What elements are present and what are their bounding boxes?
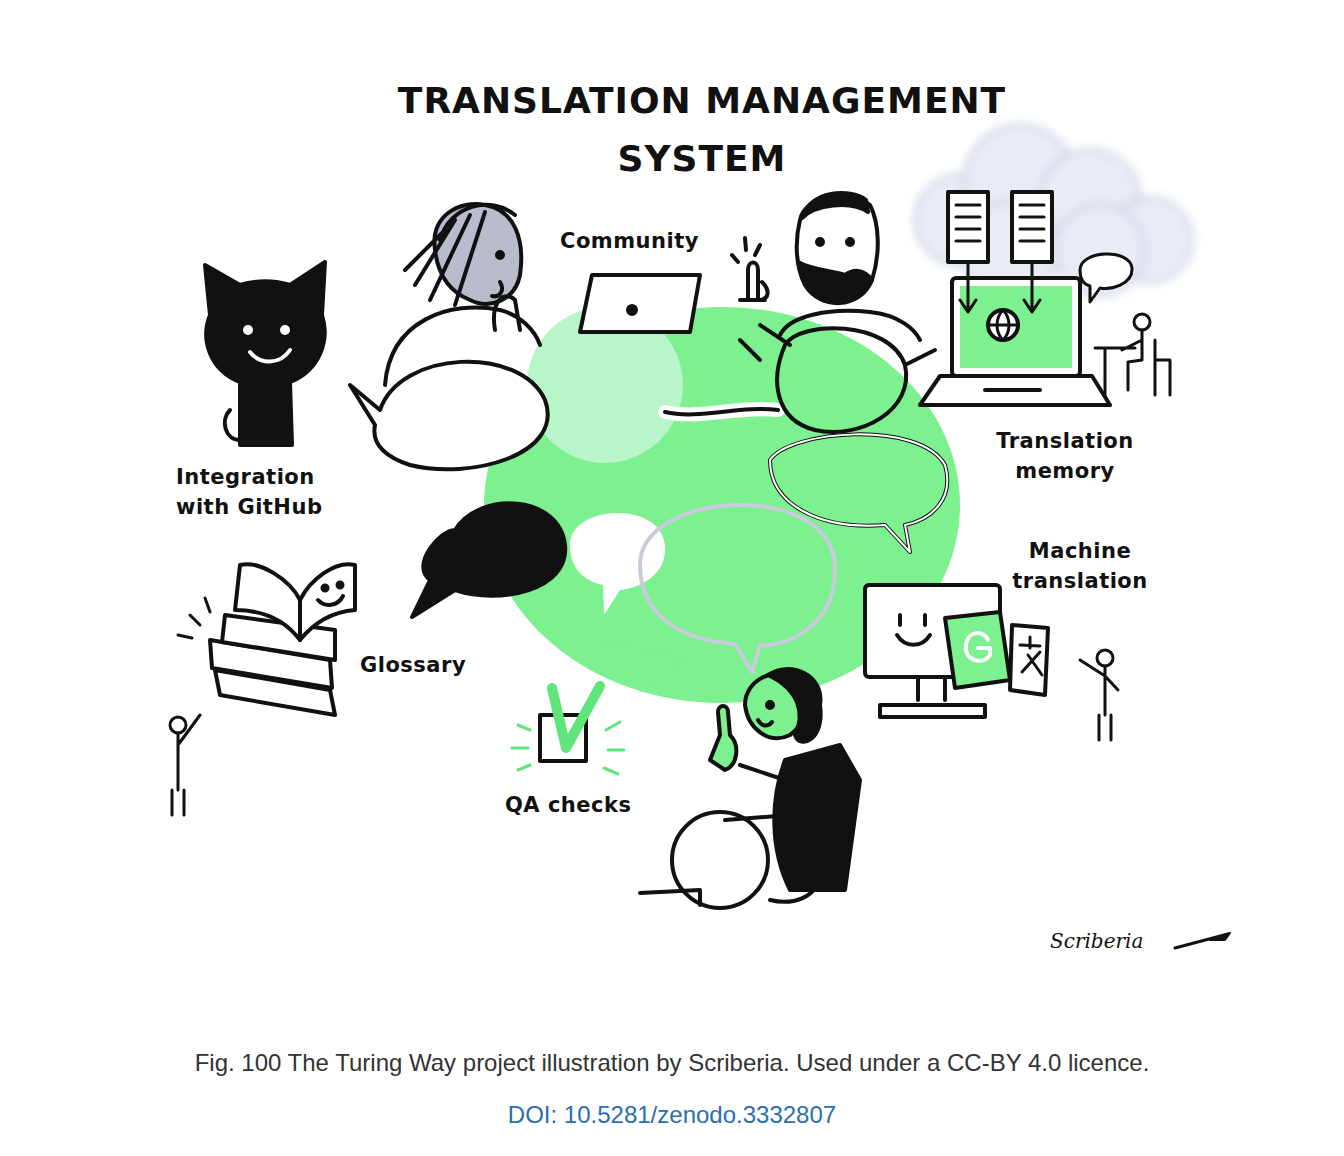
translation-memory-laptop	[920, 192, 1110, 405]
speech-bubbles	[350, 325, 947, 672]
desk-person	[1080, 254, 1170, 395]
figure-caption: Fig. 100 The Turing Way project illustra…	[60, 1048, 1284, 1078]
feature-label-slot: Glossary	[360, 650, 490, 680]
feature-label: Scriberia	[1050, 928, 1174, 954]
feature-label: Integration with GitHub	[176, 462, 356, 522]
diagram-title-slot: TRANSLATION MANAGEMENT SYSTEM	[372, 72, 1032, 188]
feature-label-slot: Machine translation	[995, 536, 1165, 596]
qa-checkbox	[512, 686, 624, 774]
feature-label-slot: DOI: 10.5281/zenodo.3332807	[60, 1100, 1284, 1130]
cloud	[915, 125, 1192, 298]
feature-label: Community	[560, 226, 720, 256]
glossary-books	[170, 564, 355, 815]
community-member	[732, 193, 920, 340]
signature-pen	[1175, 933, 1230, 948]
feature-label-slot: Scriberia	[1050, 928, 1174, 954]
figure-caption-slot: Fig. 100 The Turing Way project illustra…	[60, 1048, 1284, 1078]
feature-label-slot: Community	[560, 226, 720, 256]
wheelchair-user	[640, 669, 860, 908]
machine-translation-monitor	[865, 585, 1118, 740]
diagram-title: TRANSLATION MANAGEMENT SYSTEM	[372, 72, 1032, 188]
feature-label: Machine translation	[995, 536, 1165, 596]
feature-label: DOI: 10.5281/zenodo.3332807	[60, 1100, 1284, 1130]
feature-label-slot: Integration with GitHub	[176, 462, 356, 522]
feature-label-slot: QA checks	[505, 790, 655, 820]
feature-label: Glossary	[360, 650, 490, 680]
feature-label: QA checks	[505, 790, 655, 820]
feature-label: Translation memory	[975, 426, 1155, 486]
github-cat	[205, 262, 325, 445]
feature-label-slot: Translation memory	[975, 426, 1155, 486]
